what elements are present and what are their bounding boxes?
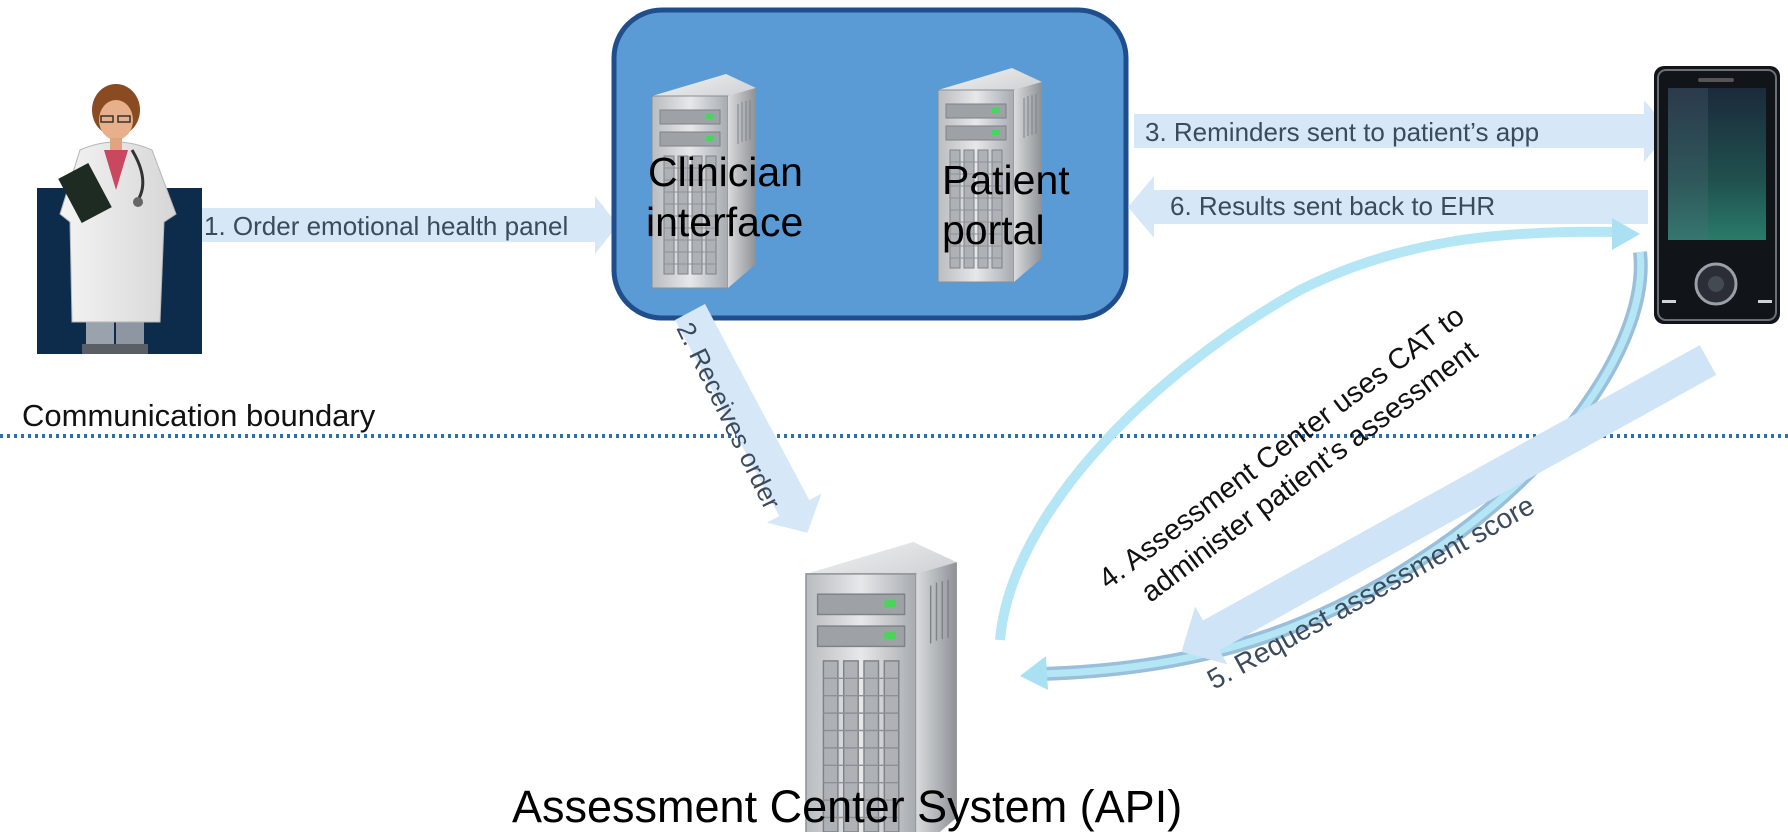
clinician-interface-label: Clinician interface xyxy=(646,149,814,245)
step1-label: 1. Order emotional health panel xyxy=(204,211,568,241)
doctor-icon xyxy=(37,84,202,354)
assessment-center-label: Assessment Center System (API) xyxy=(512,781,1182,832)
step6-arrow xyxy=(1128,176,1648,238)
step4-cycle-arrow xyxy=(995,218,1648,690)
patient-portal-label: Patient portal xyxy=(942,157,1081,253)
step6-label: 6. Results sent back to EHR xyxy=(1170,191,1495,221)
step2-arrow xyxy=(674,304,822,533)
step1-arrow xyxy=(202,196,618,254)
step3-label: 3. Reminders sent to patient’s app xyxy=(1145,117,1539,147)
smartphone-icon xyxy=(1654,66,1780,324)
communication-boundary-label: Communication boundary xyxy=(22,398,376,433)
step2-label: 2. Receives order xyxy=(671,317,787,514)
step5-arrow xyxy=(1181,345,1717,665)
